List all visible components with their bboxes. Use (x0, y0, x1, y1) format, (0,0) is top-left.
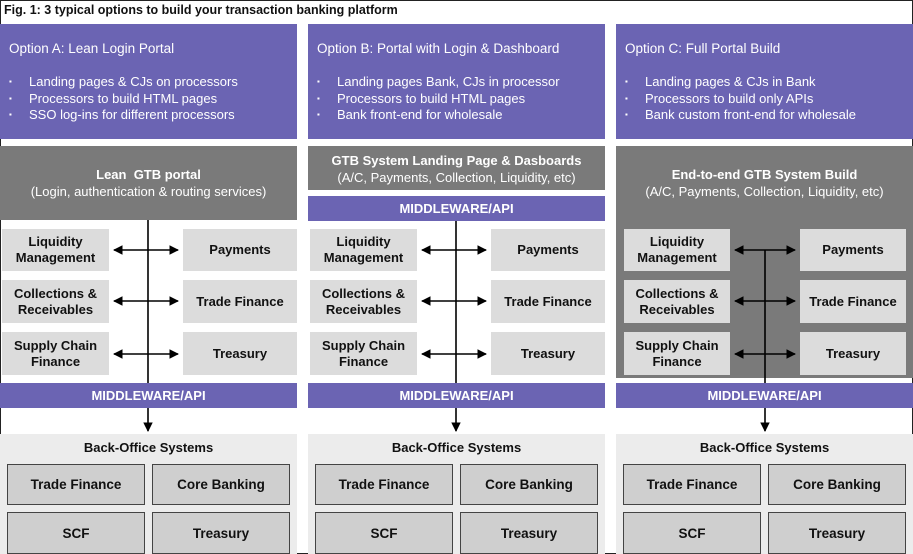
module-liquidity-b: Liquidity Management (310, 229, 417, 271)
bo-trade-finance: Trade Finance (315, 464, 453, 505)
option-a-panel: Option A: Lean Login Portal ▪Landing pag… (0, 24, 297, 139)
module-liquidity-c: Liquidity Management (624, 229, 730, 271)
module-payments-a: Payments (183, 229, 297, 271)
option-b-portal-title: GTB System Landing Page & Dasboards (331, 153, 582, 168)
option-a-connectors (113, 220, 179, 432)
figure-title: Fig. 1: 3 typical options to build your … (4, 3, 398, 17)
option-c-bullets: ▪Landing pages & CJs in Bank ▪Processors… (625, 74, 856, 124)
option-c-portal-subtitle: (A/C, Payments, Collection, Liquidity, e… (645, 184, 884, 199)
option-b-portal-box: GTB System Landing Page & Dasboards (A/C… (308, 146, 605, 190)
option-a-middleware: MIDDLEWARE/API (0, 383, 297, 408)
module-supply-chain-b: Supply Chain Finance (310, 332, 417, 375)
module-treasury-c: Treasury (800, 332, 906, 375)
option-c-portal-box: End-to-end GTB System Build (A/C, Paymen… (616, 146, 913, 220)
list-item: ▪Landing pages Bank, CJs in processor (317, 74, 560, 89)
list-item: ▪Bank custom front-end for wholesale (625, 107, 856, 122)
module-payments-b: Payments (491, 229, 605, 271)
module-collections-b: Collections & Receivables (310, 280, 417, 323)
bo-scf: SCF (315, 512, 453, 554)
bullet-icon: ▪ (317, 93, 320, 103)
option-a-back-office: Back-Office Systems Trade Finance Core B… (0, 434, 297, 554)
option-a-bullets: ▪Landing pages & CJs on processors ▪Proc… (9, 74, 238, 124)
module-trade-finance-a: Trade Finance (183, 280, 297, 323)
list-item: ▪Landing pages & CJs in Bank (625, 74, 816, 89)
option-b-middleware-top: MIDDLEWARE/API (308, 196, 605, 221)
bullet-icon: ▪ (625, 110, 628, 119)
option-b-title: Option B: Portal with Login & Dashboard (317, 41, 560, 56)
option-b-panel: Option B: Portal with Login & Dashboard … (308, 24, 605, 139)
back-office-title: Back-Office Systems (83, 440, 214, 455)
bullet-icon: ▪ (317, 77, 320, 86)
option-b-back-office: Back-Office Systems Trade Finance Core B… (308, 434, 605, 554)
bullet-icon: ▪ (625, 77, 628, 86)
list-item: ▪Processors to build HTML pages (9, 90, 218, 106)
module-payments-c: Payments (800, 229, 906, 271)
list-item: ▪Processors to build only APIs (625, 90, 814, 106)
bullet-icon: ▪ (9, 93, 12, 103)
module-liquidity-a: Liquidity Management (2, 229, 109, 271)
bo-treasury: Treasury (152, 512, 290, 554)
option-b-middleware: MIDDLEWARE/API (308, 383, 605, 408)
option-c-middleware: MIDDLEWARE/API (616, 383, 913, 408)
bullet-icon: ▪ (625, 93, 628, 103)
module-collections-c: Collections & Receivables (624, 280, 730, 323)
bullet-icon: ▪ (317, 110, 320, 119)
bo-scf: SCF (623, 512, 761, 554)
option-c-portal-title: End-to-end GTB System Build (671, 167, 858, 182)
bo-core-banking: Core Banking (768, 464, 906, 505)
bo-treasury: Treasury (768, 512, 906, 554)
bo-trade-finance: Trade Finance (7, 464, 145, 505)
bullet-icon: ▪ (9, 110, 12, 119)
module-supply-chain-c: Supply Chain Finance (624, 332, 730, 375)
option-b-portal-subtitle: (A/C, Payments, Collection, Liquidity, e… (337, 170, 576, 185)
module-treasury-a: Treasury (183, 332, 297, 375)
bo-treasury: Treasury (460, 512, 598, 554)
option-c-panel: Option C: Full Portal Build ▪Landing pag… (616, 24, 913, 139)
option-c-back-office: Back-Office Systems Trade Finance Core B… (616, 434, 913, 554)
option-c-title: Option C: Full Portal Build (625, 41, 781, 56)
module-supply-chain-a: Supply Chain Finance (2, 332, 109, 375)
module-treasury-b: Treasury (491, 332, 605, 375)
option-b-connectors (421, 221, 487, 432)
bo-core-banking: Core Banking (460, 464, 598, 505)
list-item: ▪SSO log-ins for different processors (9, 107, 235, 122)
option-a-portal-title: Lean GTB portal (96, 167, 201, 182)
option-a-portal-subtitle: (Login, authentication & routing service… (30, 184, 267, 199)
back-office-title: Back-Office Systems (391, 440, 522, 455)
module-collections-a: Collections & Receivables (2, 280, 109, 323)
list-item: ▪Landing pages & CJs on processors (9, 74, 238, 89)
module-trade-finance-b: Trade Finance (491, 280, 605, 323)
option-c-connectors (734, 245, 796, 432)
back-office-title: Back-Office Systems (699, 440, 830, 455)
bullet-icon: ▪ (9, 77, 12, 86)
list-item: ▪Bank front-end for wholesale (317, 107, 503, 122)
option-a-portal-box: Lean GTB portal (Login, authentication &… (0, 146, 297, 220)
option-b-bullets: ▪Landing pages Bank, CJs in processor ▪P… (317, 74, 560, 124)
option-a-title: Option A: Lean Login Portal (9, 41, 175, 56)
list-item: ▪Processors to build HTML pages (317, 90, 526, 106)
bo-core-banking: Core Banking (152, 464, 290, 505)
module-trade-finance-c: Trade Finance (800, 280, 906, 323)
bo-trade-finance: Trade Finance (623, 464, 761, 505)
